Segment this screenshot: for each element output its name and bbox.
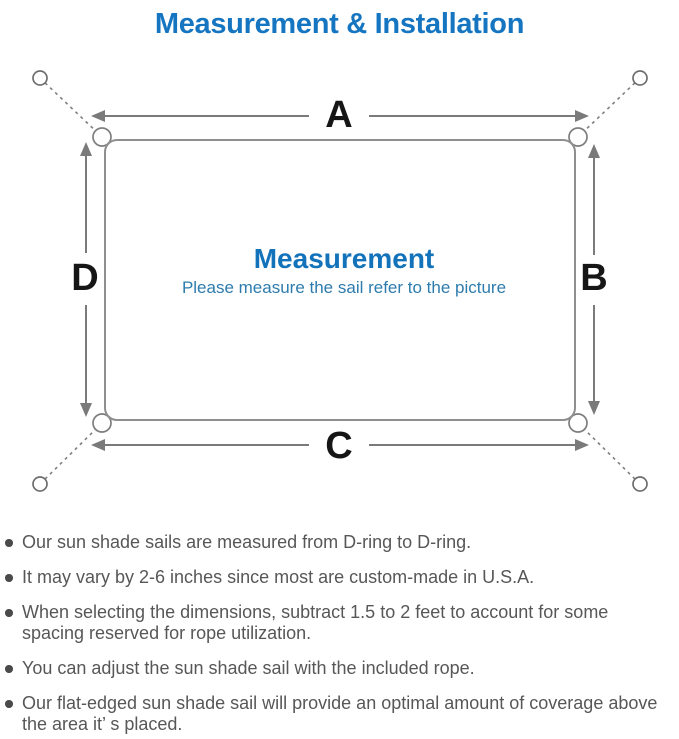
anchor-rope-line (39, 422, 103, 485)
notes-list: Our sun shade sails are measured from D-… (0, 532, 679, 735)
dimension-arrow-b (588, 144, 600, 415)
dimension-label-c: C (325, 425, 352, 467)
anchor-point-icon (32, 70, 48, 86)
list-item: When selecting the dimensions, subtract … (0, 602, 679, 644)
anchor-point-icon (632, 70, 648, 86)
note-text: You can adjust the sun shade sail with t… (22, 658, 475, 678)
dimension-label-d: D (71, 257, 98, 299)
list-item: Our sun shade sails are measured from D-… (0, 532, 679, 553)
anchor-point-icon (32, 476, 48, 492)
note-text: It may vary by 2-6 inches since most are… (22, 567, 535, 587)
page-title: Measurement & Installation (154, 8, 525, 40)
anchor-point-icon (632, 476, 648, 492)
note-text: Our sun shade sails are measured from D-… (22, 532, 472, 552)
anchor-rope-line (39, 77, 103, 138)
bullet-icon (5, 700, 13, 708)
shade-sail-outline (104, 139, 576, 421)
bullet-icon (5, 539, 13, 547)
dimension-arrow-d (80, 142, 92, 417)
dimension-label-b: B (580, 257, 607, 299)
dimension-arrow-a (91, 110, 589, 122)
list-item: Our flat-edged sun shade sail will provi… (0, 693, 679, 735)
list-item: It may vary by 2-6 inches since most are… (0, 567, 679, 588)
bullet-icon (5, 609, 13, 617)
note-text: Our flat-edged sun shade sail will provi… (22, 693, 658, 734)
d-ring-icon (568, 413, 588, 433)
dimension-arrow-c (91, 439, 589, 451)
list-item: You can adjust the sun shade sail with t… (0, 658, 679, 679)
sail-center-caption: Please measure the sail refer to the pic… (182, 278, 506, 297)
measurement-diagram: A B C D Measurement Please measure the s… (32, 70, 648, 492)
bullet-icon (5, 574, 13, 582)
anchor-rope-line (577, 422, 641, 485)
anchor-rope-line (577, 77, 641, 138)
dimension-label-a: A (325, 94, 352, 136)
note-text: When selecting the dimensions, subtract … (22, 602, 609, 643)
bullet-icon (5, 665, 13, 673)
d-ring-icon (568, 127, 588, 147)
sail-center-heading: Measurement (254, 243, 435, 274)
d-ring-icon (92, 413, 112, 433)
d-ring-icon (92, 127, 112, 147)
